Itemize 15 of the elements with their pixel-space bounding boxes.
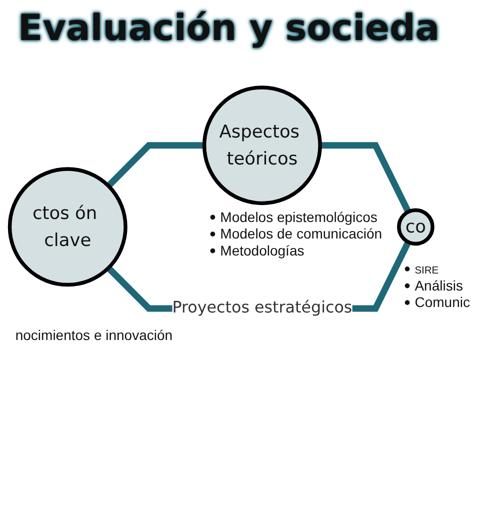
connector — [106, 142, 204, 188]
node-circle: co — [397, 208, 434, 246]
node-circle: Aspectos teóricos — [202, 86, 322, 206]
connector — [106, 240, 412, 312]
list-item: Análisis — [414, 277, 463, 294]
diagram-title: Evaluación y socieda — [18, 8, 440, 49]
list-item: Modelos epistemológicos — [220, 208, 378, 225]
edge-label: Proyectos estratégicos — [172, 298, 352, 318]
node-circle: ctos ón clave — [8, 167, 128, 287]
list-item: Modelos de comunicación — [220, 226, 382, 242]
connector — [320, 142, 412, 214]
note-text: nocimientos e innovación — [15, 326, 173, 343]
list-item: SIRE — [414, 266, 439, 277]
list-item: Comunic — [414, 294, 470, 310]
list-item: Metodologías — [220, 242, 304, 258]
